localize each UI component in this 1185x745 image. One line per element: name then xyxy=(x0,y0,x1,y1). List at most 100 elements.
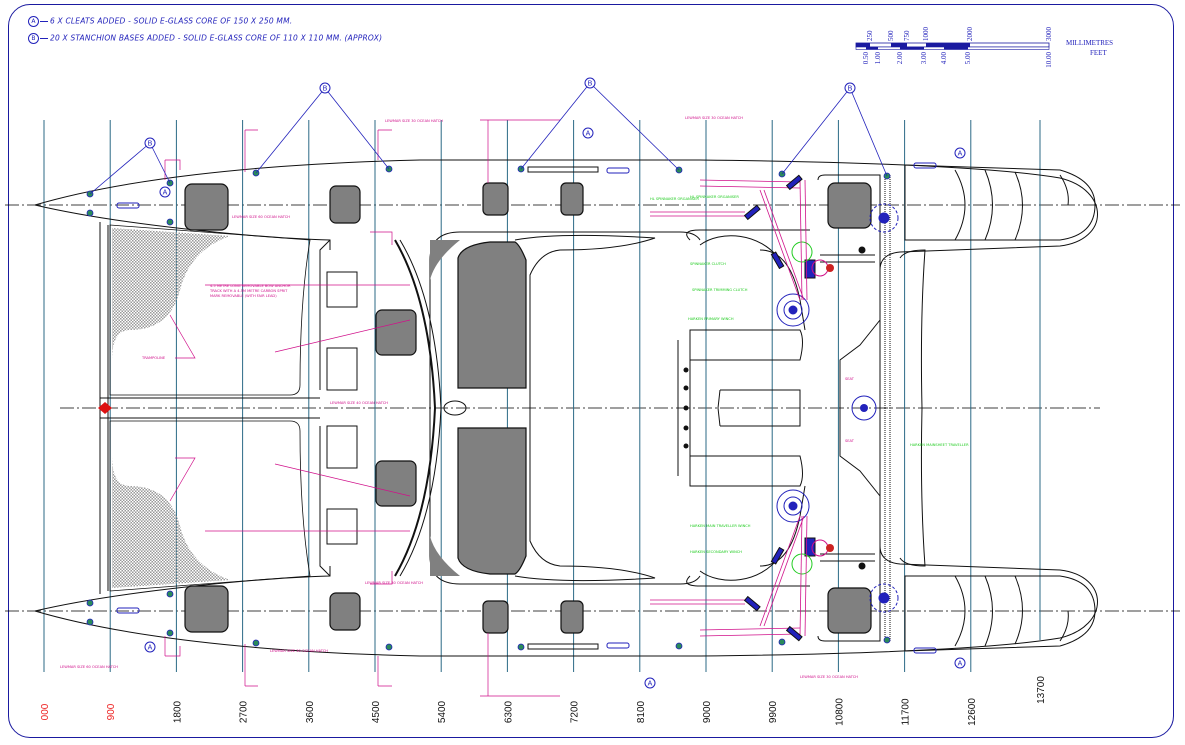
station-label: 11700 xyxy=(901,698,912,726)
leader-line xyxy=(255,87,326,174)
balloon-letter: B xyxy=(588,81,593,88)
leader-line xyxy=(589,82,680,171)
balloon-icon xyxy=(144,641,156,653)
station-label: 7200 xyxy=(570,700,581,723)
balloon-b-icon: B xyxy=(28,33,39,44)
note-a: A 6 X CLEATS ADDED - SOLID E-GLASS CORE O… xyxy=(28,16,292,27)
hull-outline xyxy=(34,159,1098,408)
balloon-letter: B xyxy=(148,141,153,148)
leader-line xyxy=(781,87,851,175)
station-label: 8100 xyxy=(636,700,647,723)
balloon-letter: A xyxy=(586,131,591,138)
balloon-letter: B xyxy=(323,86,328,93)
scale-ft-tick: 0.50 xyxy=(862,52,870,65)
scale-ft-tick: 1.00 xyxy=(874,52,882,65)
hardware-label: HARKEN MAIN TRAVELLER WINCH xyxy=(690,524,751,528)
balloon-icon xyxy=(844,82,856,94)
scale-mm-tick: 2000 xyxy=(966,27,974,42)
annotation-label: 4.5 METRE LONG REMOVABLE BOW ANCHOR xyxy=(210,284,291,288)
scale-mm-tick: 1000 xyxy=(922,27,930,42)
balloon-icon xyxy=(954,147,966,159)
scale-ft-tick: 5.00 xyxy=(964,52,972,65)
station-label: 12600 xyxy=(967,698,978,726)
hardware-label: HARKEN MAINSHEET TRAVELLER xyxy=(910,443,969,447)
hardware-label: HL SPINNAKER ORGANISER xyxy=(690,195,739,199)
scale-mm-label: MILLIMETRES xyxy=(1066,39,1113,47)
note-b-text: 20 X STANCHION BASES ADDED - SOLID E-GLA… xyxy=(50,33,383,43)
station-label: 5400 xyxy=(437,700,448,723)
centerlines xyxy=(5,204,1180,612)
drawing-border xyxy=(8,4,1174,738)
annotation-label: LEWMAR SIZE 30 OCEAN HATCH xyxy=(685,116,743,120)
hardware-label: HL SPINNAKER ORGANISER xyxy=(650,197,699,201)
balloon-letter: A xyxy=(958,151,963,158)
mast-step xyxy=(443,400,467,416)
balloon-letter: A xyxy=(163,190,168,197)
annotation-label: MARK REMOVABLE (WITH FAIR LEAD) xyxy=(210,294,277,298)
winch-icon xyxy=(776,203,899,327)
note-b: B 20 X STANCHION BASES ADDED - SOLID E-GL… xyxy=(28,33,382,44)
balloon-letter: B xyxy=(848,86,853,93)
balloon-icon xyxy=(584,77,596,89)
annotation-label: LEWMAR SIZE 60 OCEAN HATCH xyxy=(232,215,290,219)
balloon-icon xyxy=(644,677,656,689)
winch-center xyxy=(851,395,877,421)
balloon-icon xyxy=(144,137,156,149)
scale-mm-tick: 500 xyxy=(887,30,895,41)
clutch-icon xyxy=(804,259,816,279)
stanchion-bases xyxy=(86,165,891,226)
station-label: 900 xyxy=(106,703,117,720)
scale-mm-tick: 250 xyxy=(866,30,874,41)
station-label: 13700 xyxy=(1036,676,1047,704)
scale-ft-tick: 2.00 xyxy=(896,52,904,65)
leader-line xyxy=(149,142,171,184)
annotation-label: LEWMAR SIZE 30 OCEAN HATCH xyxy=(365,581,423,585)
annotation-label: LEWMAR SIZE 30 OCEAN HATCH xyxy=(800,675,858,679)
annotation-label: LEWMAR SIZE 60 OCEAN HATCH xyxy=(60,665,118,669)
station-label: 10800 xyxy=(834,698,845,726)
hardware-label: SPINNAKER TRIMMING CLUTCH xyxy=(692,288,748,292)
hatches xyxy=(184,182,872,389)
station-label: 1800 xyxy=(172,700,183,723)
station-label: 6300 xyxy=(503,700,514,723)
balloon-icon xyxy=(319,82,331,94)
station-label: 2700 xyxy=(239,700,250,723)
annotation-label: LEWMAR SIZE 30 OCEAN HATCH xyxy=(385,119,443,123)
balloon-letter: A xyxy=(958,661,963,668)
balloon-icon xyxy=(954,657,966,669)
leader-line xyxy=(324,87,390,170)
annotation-label: TRACK WITH A 4.5M METRE CARBON SPRIT xyxy=(209,289,288,293)
scale-ft-label: FEET xyxy=(1090,49,1107,57)
leader-line xyxy=(520,82,591,170)
balloon-a-icon: A xyxy=(28,16,39,27)
balloon-icon xyxy=(159,186,171,198)
balloon-letter: A xyxy=(148,645,153,652)
station-label: 000 xyxy=(40,703,51,720)
windscreen xyxy=(394,239,436,409)
leader-line xyxy=(89,142,151,195)
portlights xyxy=(683,367,689,449)
mirrored-half xyxy=(34,407,1099,697)
balloon-letter: A xyxy=(648,681,653,688)
leader-line xyxy=(849,87,888,177)
scale-ft-tick: 10.00 xyxy=(1045,52,1053,68)
note-a-text: 6 X CLEATS ADDED - SOLID E-GLASS CORE OF… xyxy=(50,16,293,26)
hardware-label: SPINNAKER CLUTCH xyxy=(690,262,726,266)
balloon-icon xyxy=(582,127,594,139)
station-label: 9000 xyxy=(702,700,713,723)
annotation-label: LEWMAR SIZE 40 OCEAN HATCH xyxy=(330,401,388,405)
station-label: 4500 xyxy=(371,700,382,723)
hardware-label: HARKEN PRIMARY WINCH xyxy=(688,317,734,321)
station-label: 3600 xyxy=(305,700,316,723)
trampoline-frame xyxy=(109,224,311,396)
datum-marker-icon xyxy=(98,402,112,414)
trampoline-mesh xyxy=(112,228,230,360)
scale-mm-tick: 3000 xyxy=(1045,27,1053,42)
annotation-label: LEWMAR SIZE 30 OCEAN HATCH xyxy=(270,649,328,653)
annotation-label: SEAT xyxy=(845,439,855,443)
annotation-label: TRAMPOLINE xyxy=(141,356,166,360)
annotation-label: SEAT xyxy=(845,377,855,381)
station-label: 9900 xyxy=(768,700,779,723)
